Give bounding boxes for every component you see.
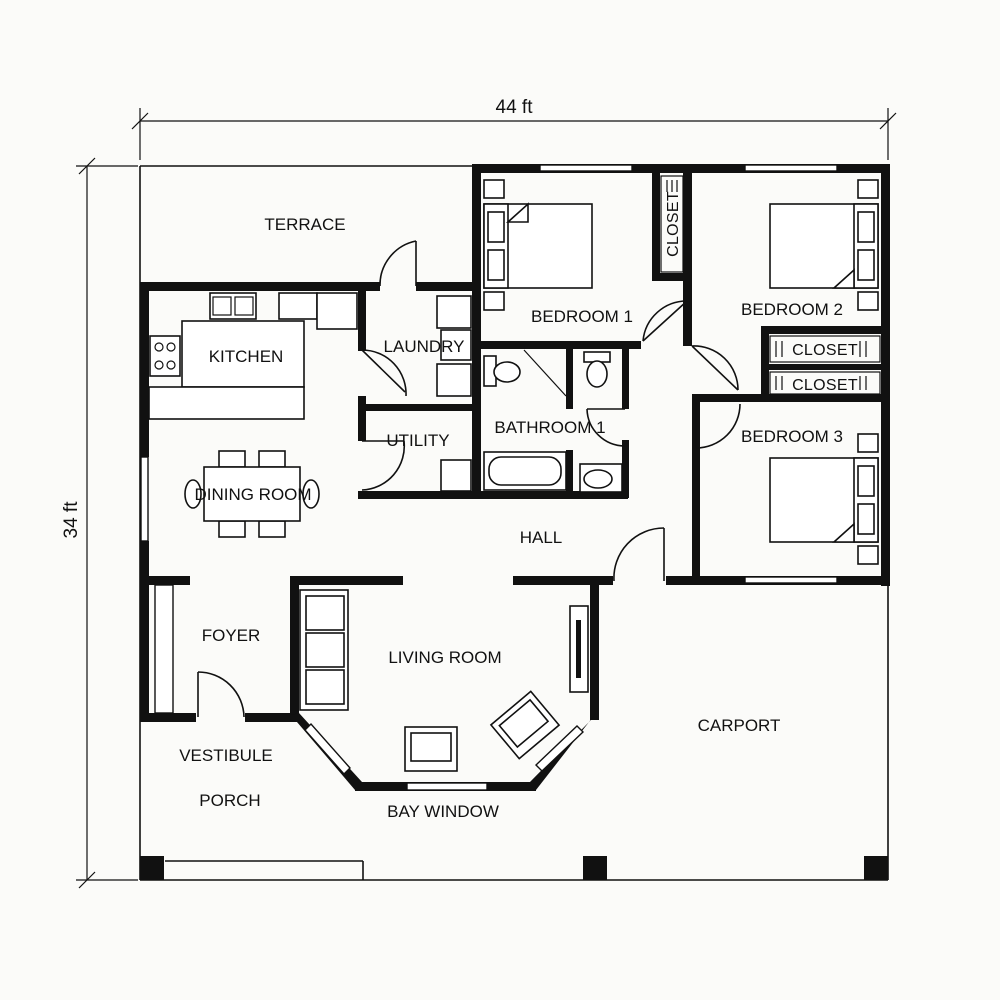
room-label-closet-bedroom-2: CLOSET <box>792 342 858 359</box>
bath-counter-line <box>523 349 567 397</box>
bed-icon <box>769 179 879 311</box>
width-label: 44 ft <box>496 97 534 118</box>
room-label-porch: PORCH <box>199 791 260 810</box>
room-label-carport: CARPORT <box>698 716 781 735</box>
room-label-terrace: TERRACE <box>264 215 345 234</box>
dishwasher-icon <box>278 292 318 320</box>
room-label-bay-window: BAY WINDOW <box>387 802 499 821</box>
windows <box>140 164 838 791</box>
room-label-bedroom-3: BEDROOM 3 <box>741 427 843 446</box>
bed-icon <box>769 433 879 565</box>
room-label-closet-bedroom-1: CLOSET <box>665 191 682 257</box>
laundry-counter <box>440 329 472 361</box>
closet-rods <box>660 175 881 395</box>
room-label-bedroom-1: BEDROOM 1 <box>531 307 633 326</box>
room-label-bathroom-1: BATHROOM 1 <box>494 418 605 437</box>
room-label-dining-room: DINING ROOM <box>194 485 311 504</box>
toilet-icon <box>483 355 521 387</box>
dryer-icon <box>436 363 472 397</box>
water-heater-icon <box>440 459 472 492</box>
sofa-icon <box>299 589 349 711</box>
toilet-icon <box>583 351 611 388</box>
height-label: 34 ft <box>61 501 82 539</box>
room-label-living-room: LIVING ROOM <box>388 648 501 667</box>
room-label-closet-bedroom-3: CLOSET <box>792 377 858 394</box>
sink-icon <box>209 292 257 320</box>
width-dimension <box>131 108 897 160</box>
room-label-foyer: FOYER <box>202 626 261 645</box>
tv-cabinet-icon <box>569 605 589 693</box>
room-label-hall: HALL <box>520 528 563 547</box>
refrigerator-icon <box>316 292 358 330</box>
posts <box>140 856 888 880</box>
room-label-vestibule: VESTIBULE <box>179 746 273 765</box>
kitchen-counter <box>148 320 305 420</box>
room-label-utility: UTILITY <box>386 431 449 450</box>
room-label-kitchen: KITCHEN <box>209 347 284 366</box>
bed-icon <box>483 179 593 311</box>
room-label-bedroom-2: BEDROOM 2 <box>741 300 843 319</box>
height-dimension <box>76 157 138 889</box>
room-label-laundry: LAUNDRY <box>384 337 465 356</box>
dining-table-icon <box>184 450 320 538</box>
armchair-icon <box>404 726 458 772</box>
armchair-icon <box>489 690 561 760</box>
stove-icon <box>149 335 181 377</box>
doors <box>197 240 741 718</box>
sink-icon <box>579 463 623 493</box>
washer-icon <box>436 295 472 329</box>
bathtub-icon <box>483 451 567 491</box>
